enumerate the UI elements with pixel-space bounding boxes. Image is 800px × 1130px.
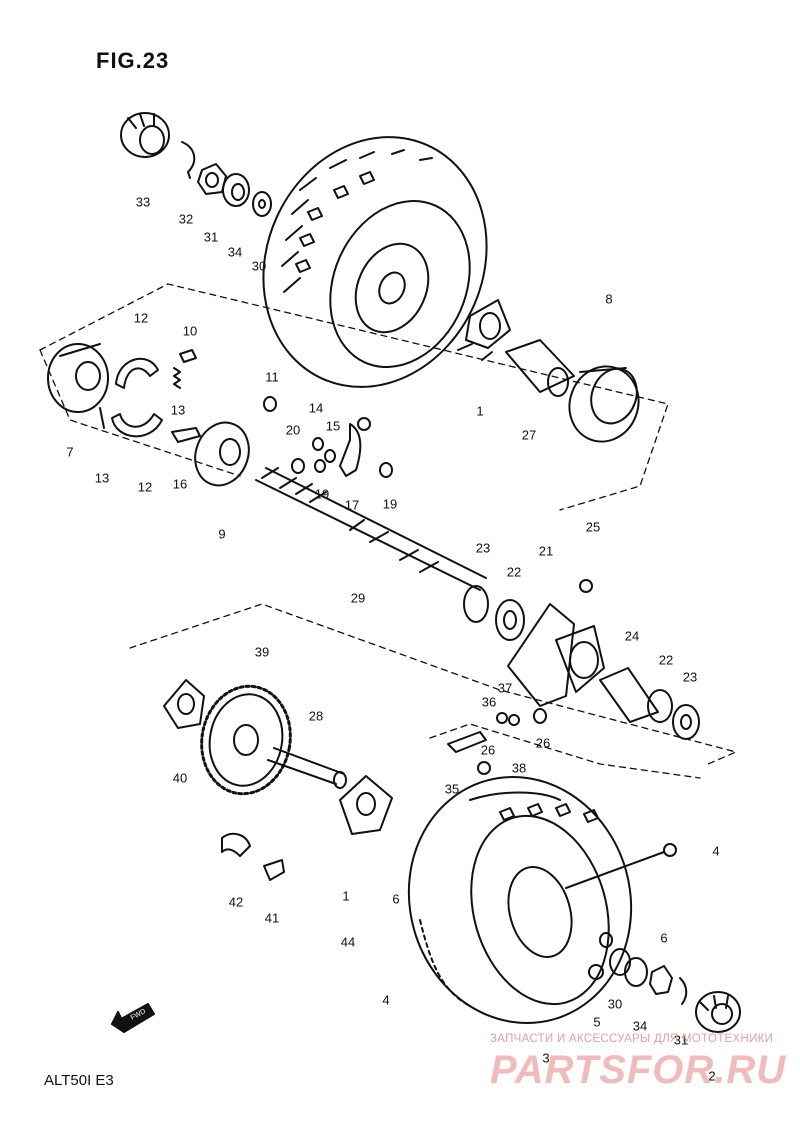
callout-28: 28 [308,708,324,724]
callout-31: 31 [203,229,219,245]
brake-shoes-12 [111,357,163,438]
callout-10: 10 [182,323,198,339]
bearing-34 [222,173,250,207]
forward-direction-arrow: FWD [111,1003,155,1033]
flange-hub-28 [339,775,393,835]
lower-hardware-30-34-31 [588,948,688,1005]
callout-27: 27 [521,427,537,443]
backing-plate-9 [194,421,250,487]
callout-5: 5 [593,1014,601,1030]
spring-13 [99,367,181,429]
callout-8: 8 [605,291,613,307]
callout-26a: 26 [480,742,496,758]
upper-assembly-frame [39,283,669,511]
lower-assembly-frame [129,603,737,779]
bearing-23-22 [463,585,525,641]
callout-13b: 13 [94,470,110,486]
hub-1-upper [457,299,511,361]
callout-19b: 19 [382,496,398,512]
sprocket-39 [200,684,292,796]
callout-23a: 23 [475,540,491,556]
callout-22a: 22 [506,564,522,580]
callout-12a: 12 [133,310,149,326]
callout-6a: 6 [392,891,400,907]
callout-7: 7 [66,444,74,460]
cap-nut-33 [120,112,170,158]
brake-panel-7 [47,343,109,413]
callout-31b: 31 [673,1032,689,1048]
callout-9: 9 [218,526,226,542]
callout-29: 29 [350,590,366,606]
axle-housing-21 [507,579,605,707]
callout-37: 37 [497,680,513,696]
callout-34: 34 [227,244,243,260]
rear-axle-29 [255,467,487,591]
model-code: ALT50I E3 [44,1072,114,1089]
callout-22b: 22 [658,652,674,668]
bolts-26-36-38 [447,708,547,775]
callout-35: 35 [444,781,460,797]
brake-drum-8 [568,365,640,443]
shaft-28 [267,747,347,789]
callout-38: 38 [511,760,527,776]
spacer-24-bearings [599,667,700,740]
callout-39: 39 [254,644,270,660]
callout-19a: 19 [314,486,330,502]
callout-15: 15 [325,418,341,434]
callout-34b: 34 [632,1018,648,1034]
rear-tire-lower [407,776,677,1024]
callout-1a: 1 [476,403,484,419]
callout-30a: 30 [251,258,267,274]
fasteners-41-42 [221,832,285,881]
callout-33: 33 [135,194,151,210]
callout-40: 40 [172,770,188,786]
callout-36: 36 [481,694,497,710]
cap-nut-33-lower [695,991,741,1033]
callout-21: 21 [538,543,554,559]
castle-nut-31 [197,163,227,195]
callout-1b: 1 [342,888,350,904]
callout-41: 41 [264,910,280,926]
washer-30 [252,191,272,217]
callout-20: 20 [285,422,301,438]
callout-4a: 4 [712,843,720,859]
callout-25: 25 [585,519,601,535]
callout-3: 3 [542,1050,550,1066]
callout-11: 11 [265,369,279,385]
callout-23b: 23 [682,669,698,685]
callout-2: 2 [708,1068,716,1084]
rear-tire-upper [262,136,488,388]
cotter-pin-32 [181,141,196,179]
small-hardware [263,396,393,478]
callout-32: 32 [178,211,194,227]
callout-17: 17 [344,497,360,513]
figure-title: FIG.23 [96,48,170,73]
brake-cam-10-16 [171,349,201,443]
callout-44: 44 [340,934,356,950]
callout-14: 14 [308,400,324,416]
callout-16: 16 [172,476,188,492]
watermark-tagline: ЗАПЧАСТИ И АКСЕССУАРЫ ДЛЯ МОТОТЕХНИКИ [490,1033,774,1045]
callout-12b: 12 [137,479,153,495]
callout-4b: 4 [382,992,390,1008]
callout-26b: 26 [535,735,551,751]
callout-24: 24 [624,628,640,644]
watermark-logo: PARTSFOR.RU [490,1048,787,1092]
callout-6b: 6 [660,930,668,946]
spacer-27 [505,339,575,397]
callout-13a: 13 [170,402,186,418]
callout-42: 42 [228,894,244,910]
sprocket-hub-40 [163,679,205,729]
callout-30b: 30 [607,996,623,1012]
